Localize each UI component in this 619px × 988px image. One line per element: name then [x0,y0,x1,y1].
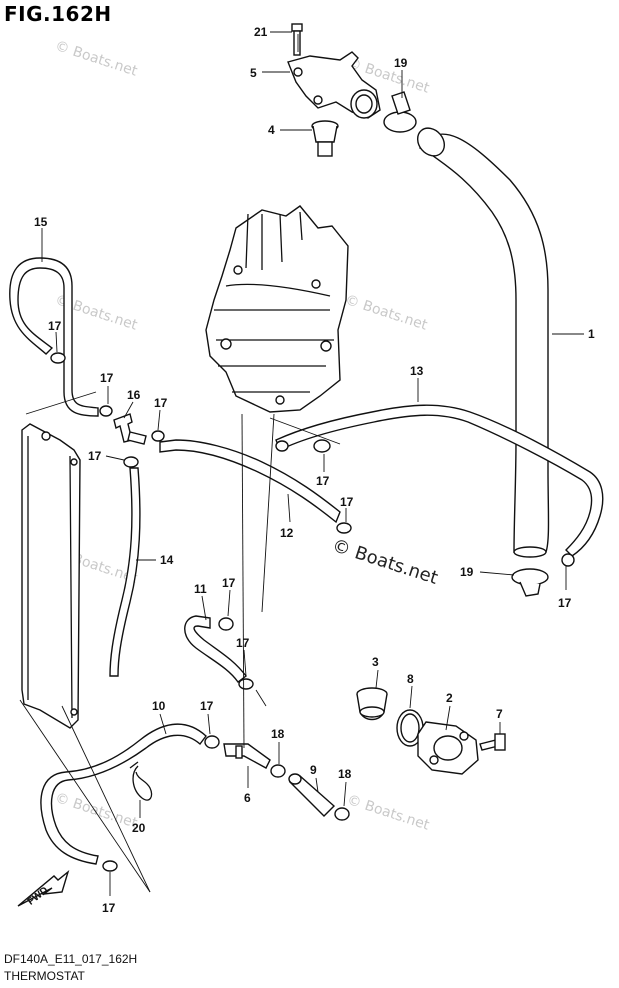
callout-13: 13 [410,364,424,378]
callout-17: 17 [558,596,572,610]
clamp-18[interactable] [270,764,286,778]
callout-16: 16 [127,388,141,402]
callout-19: 19 [394,56,408,70]
callout-17: 17 [200,699,214,713]
clamp-17[interactable] [102,860,118,872]
bolt-7[interactable] [479,733,506,751]
clamp-17[interactable] [238,678,254,690]
callout-1: 1 [588,327,595,341]
hose-14[interactable] [109,467,141,677]
callout-17: 17 [154,396,168,410]
hose-9[interactable] [288,773,336,817]
figure-code: DF140A_E11_017_162H [4,952,138,966]
callout-5: 5 [250,66,257,80]
thermostat-cover-5[interactable] [287,51,381,119]
callout-2: 2 [446,691,453,705]
o-ring-8[interactable] [396,709,424,747]
thermostat-4[interactable] [311,120,339,157]
callout-17: 17 [102,901,116,915]
callout-21: 21 [254,25,268,39]
assembly-lines [19,391,341,893]
callout-17: 17 [88,449,102,463]
clamp-19-top[interactable] [383,91,417,133]
clamp-17[interactable] [218,617,234,631]
hose-1[interactable] [412,123,550,558]
callout-15: 15 [34,215,48,229]
clamp-17[interactable] [204,735,220,749]
hose-10[interactable] [40,723,207,865]
hose-15[interactable] [9,257,99,417]
clamp-19-bottom[interactable] [511,568,549,597]
callout-17: 17 [236,636,250,650]
fitting-6[interactable] [223,743,271,769]
callout-4: 4 [268,123,275,137]
callout-12: 12 [280,526,294,540]
part-3[interactable] [356,687,388,721]
figure-name: THERMOSTAT [4,969,85,983]
callout-18: 18 [271,727,285,741]
callout-10: 10 [152,699,166,713]
clamp-17[interactable] [50,352,66,364]
clip-20[interactable] [129,761,153,801]
housing-2[interactable] [417,721,479,775]
hose-12[interactable] [159,439,341,524]
callout-9: 9 [310,763,317,777]
engine-block [205,205,349,413]
callout-7: 7 [496,707,503,721]
clamp-17[interactable] [123,456,139,468]
bolt-21[interactable] [291,23,303,56]
clamp-17[interactable] [99,405,113,417]
clamp-17[interactable] [313,439,331,453]
callout-17: 17 [100,371,114,385]
clamp-18[interactable] [334,807,350,821]
callout-11: 11 [194,582,207,596]
clamp-17[interactable] [336,522,352,534]
callout-3: 3 [372,655,379,669]
callout-6: 6 [244,791,251,805]
callout-8: 8 [407,672,414,686]
callout-17: 17 [222,576,236,590]
callout-17: 17 [316,474,330,488]
callout-17: 17 [48,319,62,333]
fwd-arrow: FWD [17,870,70,908]
clamp-17[interactable] [561,553,575,567]
figure-title: FIG.162H [4,2,112,26]
callout-18: 18 [338,767,352,781]
callout-20: 20 [132,821,146,835]
joint-16[interactable] [113,413,147,445]
callout-19: 19 [460,565,474,579]
callout-17: 17 [340,495,354,509]
cooling-plate [21,423,81,729]
clamp-17[interactable] [151,430,165,442]
leader-lines [41,31,584,896]
callout-14: 14 [160,553,174,567]
